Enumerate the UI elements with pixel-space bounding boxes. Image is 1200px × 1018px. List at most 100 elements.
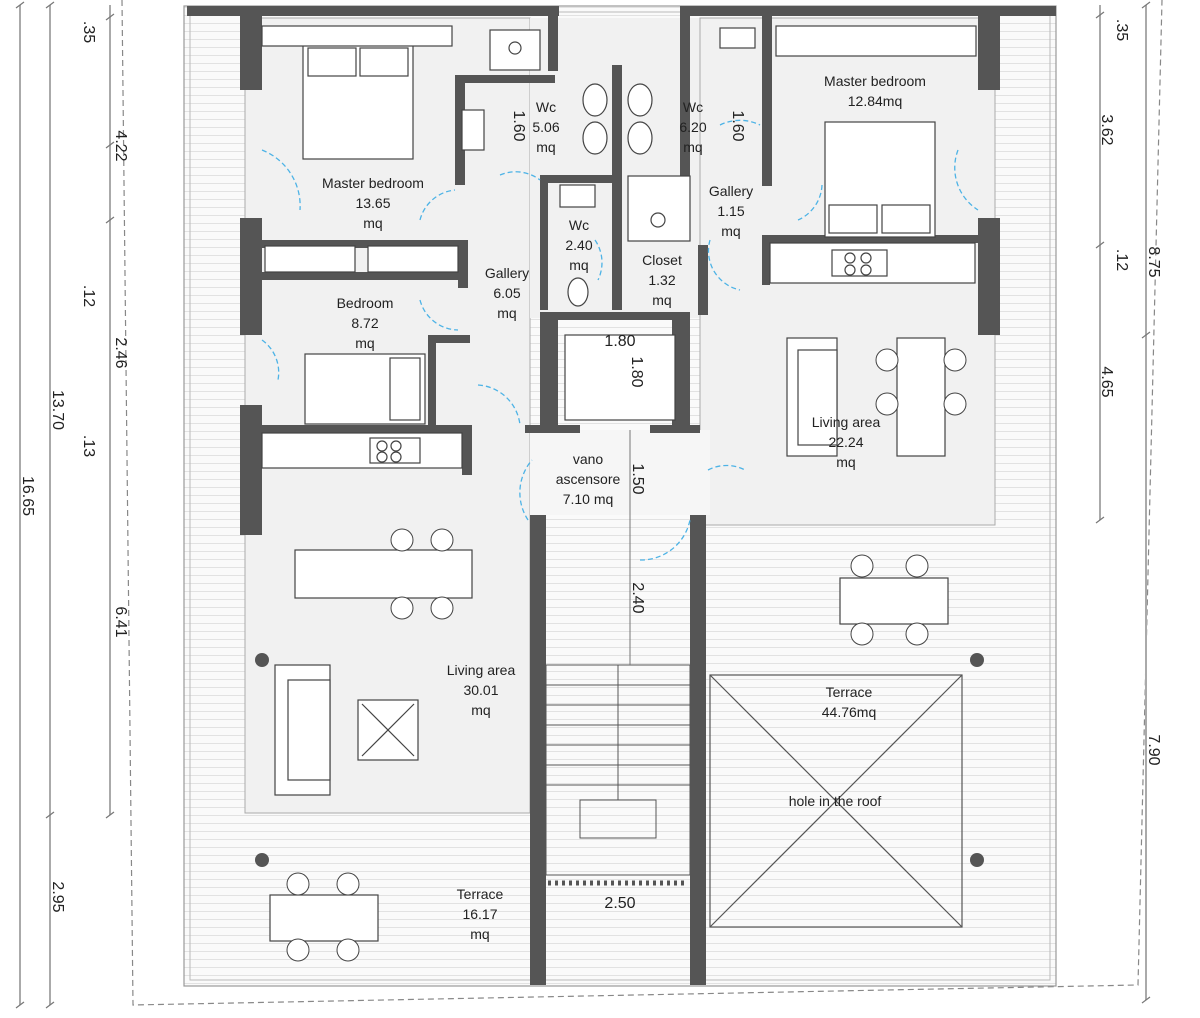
room-unit: mq bbox=[721, 223, 741, 239]
room-unit: mq bbox=[497, 305, 517, 321]
room-area: 16.17 bbox=[462, 906, 498, 922]
dim-corridor: 2.40 bbox=[629, 582, 646, 614]
dim-left-013: .13 bbox=[80, 434, 97, 458]
room-label-living-area-left: Living area 30.01 mq bbox=[447, 660, 516, 720]
room-unit: mq bbox=[536, 139, 556, 155]
sink bbox=[559, 184, 596, 208]
room-unit: mq bbox=[471, 702, 491, 718]
room-unit: mq bbox=[652, 292, 672, 308]
room-label-master-bedroom-left: Master bedroom 13.65 mq bbox=[322, 173, 424, 233]
dim-left-246: 2.46 bbox=[112, 337, 129, 369]
room-name: Wc bbox=[568, 217, 590, 233]
furniture bbox=[261, 25, 977, 942]
room-label-terrace-right: Terrace 44.76mq bbox=[822, 682, 876, 722]
dim-left-1665: 16.65 bbox=[19, 475, 36, 517]
kitchen-counter bbox=[261, 432, 463, 469]
dim-left-422: 4.22 bbox=[112, 130, 129, 162]
room-area: 44.76mq bbox=[821, 704, 877, 720]
room-name: Bedroom bbox=[336, 295, 394, 311]
room-unit: mq bbox=[470, 926, 490, 942]
room-label-terrace-left: Terrace 16.17 mq bbox=[457, 884, 504, 944]
room-label-gallery-left: Gallery 6.05 mq bbox=[485, 263, 529, 323]
dining-table bbox=[839, 577, 949, 625]
shower bbox=[627, 175, 691, 242]
room-label-wc-2: Wc 2.40 mq bbox=[565, 215, 592, 275]
room-label-bedroom: Bedroom 8.72 mq bbox=[337, 293, 394, 353]
wardrobe bbox=[775, 25, 977, 57]
columns bbox=[255, 653, 984, 867]
room-label-vano-ascensore: vano ascensore 7.10 mq bbox=[556, 449, 621, 509]
room-area: 7.10 mq bbox=[562, 491, 614, 507]
dim-right-012: .12 bbox=[1113, 248, 1130, 272]
dining-table bbox=[896, 337, 946, 457]
room-label-wc-1: Wc 5.06 mq bbox=[532, 97, 559, 157]
walls bbox=[187, 6, 1056, 985]
room-label-master-bedroom-right: Master bedroom 12.84mq bbox=[824, 71, 926, 111]
dining-table bbox=[294, 549, 473, 599]
room-unit: mq bbox=[683, 139, 703, 155]
dim-left-035: .35 bbox=[80, 20, 97, 44]
room-label-closet: Closet 1.32 mq bbox=[642, 250, 682, 310]
property-boundary bbox=[121, 0, 1163, 1006]
dim-lift-depth: 1.80 bbox=[628, 356, 645, 388]
room-area: 1.32 bbox=[648, 272, 676, 288]
dim-right-875: 8.75 bbox=[1145, 246, 1162, 278]
room-label-living-area-right: Living area 22.24 mq bbox=[812, 412, 881, 472]
dim-right-790: 7.90 bbox=[1145, 734, 1162, 766]
dim-right-035: .35 bbox=[1113, 18, 1130, 42]
room-area: 1.15 bbox=[717, 203, 745, 219]
room-area: 22.24 bbox=[828, 434, 864, 450]
dining-table bbox=[269, 894, 379, 942]
roof-hole bbox=[709, 674, 963, 928]
dim-wc1-width: 1.60 bbox=[510, 110, 527, 142]
room-name: Gallery bbox=[484, 265, 530, 281]
dim-landing: 1.50 bbox=[629, 463, 646, 495]
dim-lift-width: 1.80 bbox=[604, 333, 636, 350]
room-name: Terrace bbox=[456, 886, 504, 902]
chairs bbox=[286, 348, 967, 962]
room-unit: mq bbox=[836, 454, 856, 470]
wardrobe bbox=[261, 25, 453, 47]
door-swings bbox=[261, 119, 979, 561]
staircase bbox=[545, 664, 691, 886]
room-label-wc-3: Wc 6.20 mq bbox=[679, 97, 706, 157]
room-unit: mq bbox=[355, 335, 375, 351]
room-name: Master bedroom bbox=[322, 175, 424, 191]
room-area: 5.06 bbox=[532, 119, 560, 135]
room-area: 2.40 bbox=[565, 237, 593, 253]
dim-wc3-width: 1.60 bbox=[729, 110, 746, 142]
room-name: hole in the roof bbox=[788, 793, 882, 809]
dim-right-362: 3.62 bbox=[1098, 114, 1115, 146]
room-area: 30.01 bbox=[463, 682, 499, 698]
room-name: Living area bbox=[446, 662, 516, 678]
room-name: Gallery bbox=[708, 183, 754, 199]
dim-right-465: 4.65 bbox=[1098, 366, 1115, 398]
lift-car bbox=[564, 334, 676, 421]
room-name: Closet bbox=[642, 252, 682, 268]
room-label-gallery-right: Gallery 1.15 mq bbox=[709, 181, 753, 241]
room-unit: mq bbox=[363, 215, 383, 231]
dim-left-641: 6.41 bbox=[112, 606, 129, 638]
room-name: vano bbox=[572, 451, 604, 467]
dim-stair-width: 2.50 bbox=[604, 895, 636, 912]
room-name: Master bedroom bbox=[824, 73, 926, 89]
room-area: 12.84mq bbox=[847, 93, 903, 109]
room-name: Living area bbox=[811, 414, 881, 430]
room-area: 13.65 bbox=[355, 195, 391, 211]
room-name: ascensore bbox=[555, 471, 621, 487]
dim-left-295: 2.95 bbox=[49, 881, 66, 913]
room-name: Wc bbox=[535, 99, 557, 115]
room-unit: mq bbox=[569, 257, 589, 273]
room-label-hole: hole in the roof bbox=[789, 791, 882, 811]
dim-left-012: .12 bbox=[80, 284, 97, 308]
sink bbox=[719, 27, 756, 49]
room-name: Wc bbox=[682, 99, 704, 115]
dimension-lines bbox=[19, 5, 1147, 1005]
room-area: 6.20 bbox=[679, 119, 707, 135]
room-area: 8.72 bbox=[351, 315, 379, 331]
wardrobe bbox=[264, 245, 356, 273]
room-area: 6.05 bbox=[493, 285, 521, 301]
room-name: Terrace bbox=[825, 684, 873, 700]
